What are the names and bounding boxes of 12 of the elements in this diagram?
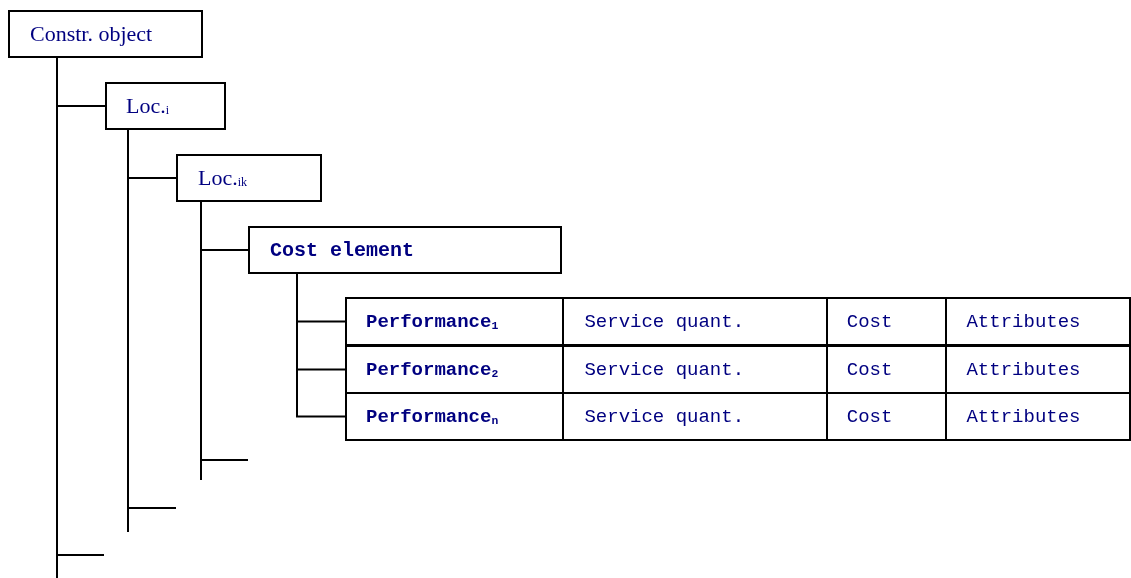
tree-node-box: Loc.$_{i}$ <box>105 82 226 130</box>
table-row <box>345 345 1131 394</box>
table-row <box>345 392 1131 441</box>
table-row <box>345 297 1131 346</box>
tree-node-box: Cost element <box>248 226 562 274</box>
connector-line <box>200 201 249 481</box>
tree-node-box: Constr. object <box>8 10 203 58</box>
connector-line <box>296 273 346 418</box>
attributes-text: Attributes <box>945 394 1129 439</box>
cost-text: Cost <box>825 394 946 439</box>
service-quantity-text: Service quant. <box>562 394 826 439</box>
tree-node-box: Loc.$_{ik}$ <box>176 154 322 202</box>
